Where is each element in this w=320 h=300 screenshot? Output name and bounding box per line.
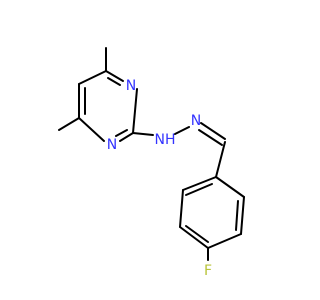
bond-phenyl-6	[215, 176, 245, 198]
bond-ring-n1-c6	[78, 117, 105, 142]
atom-label-fluorine: F	[204, 263, 212, 279]
atom-label-ring-n-bottom: N	[107, 137, 117, 153]
molecule-structure: N N NH N F	[58, 47, 245, 279]
bond-ring-c5-c4	[78, 70, 107, 85]
bond-phenyl-3	[179, 226, 209, 249]
bond-nh-n	[174, 126, 190, 135]
bond-phenyl-2	[179, 189, 184, 228]
bond-phenyl-1-inner	[185, 183, 213, 196]
bond-ring-c4-n3-inner	[107, 77, 121, 86]
atom-label-layer: N N NH N F	[107, 78, 212, 279]
bond-phenyl-5-inner	[235, 200, 239, 231]
bond-ring-c2-n1-inner	[115, 129, 128, 137]
bond-methyl-bottom	[58, 117, 80, 131]
bond-n-ch-double-b	[198, 129, 223, 146]
bond-ch-ring	[215, 141, 226, 178]
atom-label-ring-n-top: N	[126, 78, 136, 94]
bond-phenyl-4	[207, 233, 242, 249]
bond-layer	[58, 47, 245, 261]
bond-c2-nh	[132, 132, 154, 136]
bond-phenyl-1	[182, 176, 217, 191]
atom-label-nh: NH	[155, 132, 176, 148]
atom-label-imine-n: N	[191, 113, 201, 129]
bond-phenyl-5	[240, 196, 245, 235]
structure-canvas: N N NH N F	[58, 47, 245, 279]
bond-phenyl-3-inner	[185, 225, 209, 243]
bond-ring-c4-n3	[105, 70, 124, 82]
bond-ring-c2-n1	[119, 132, 134, 142]
bond-n-ch-double-a	[200, 122, 226, 140]
bond-ring-n3-c2	[132, 88, 138, 134]
